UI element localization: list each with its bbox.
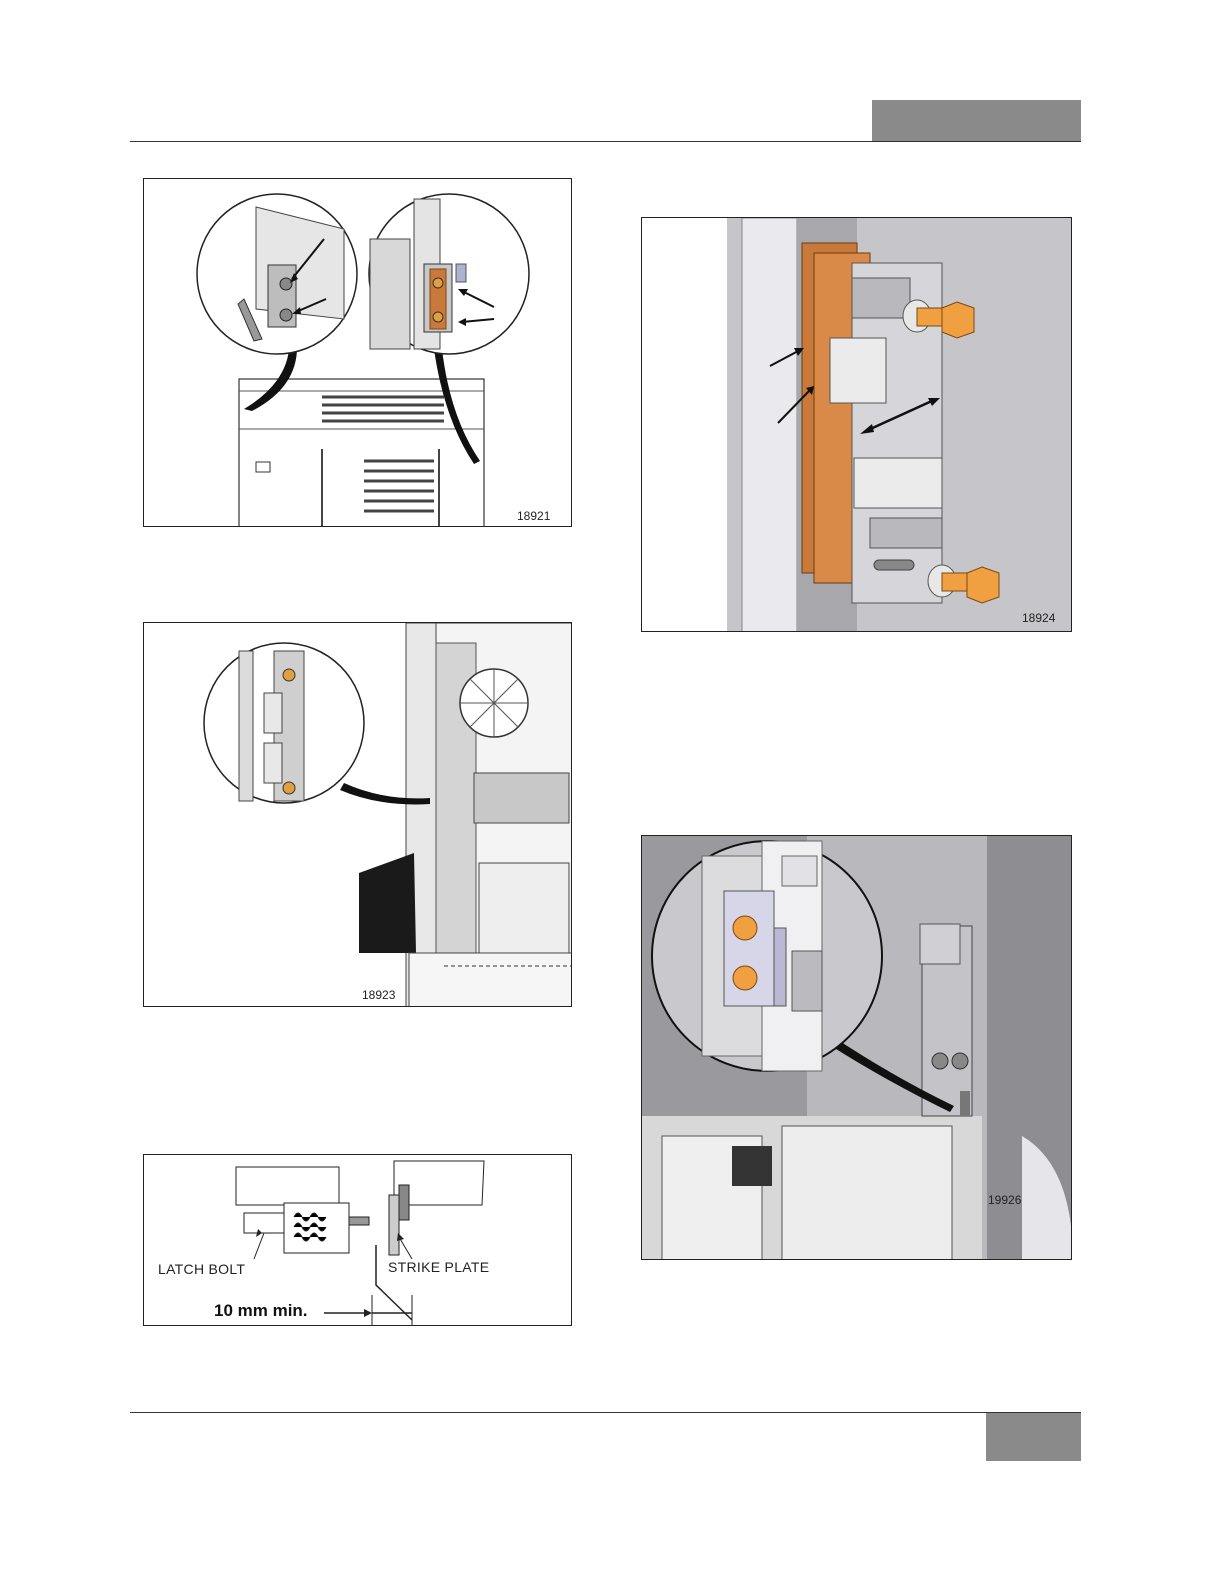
footer-tab [986, 1413, 1081, 1461]
figure-strike-plate-installed: 19926 [641, 835, 1072, 1260]
strike-plate-location-illustration [144, 623, 572, 1007]
figure-strike-plate-shims: 18924 [641, 217, 1072, 632]
figure-latch-clearance: LATCH BOLT STRIKE PLATE 10 mm min. [143, 1154, 572, 1326]
strike-plate-shims-illustration [642, 218, 1072, 632]
figure-strike-plate-location: 18923 [143, 622, 572, 1007]
figure-latch-overview: 18921 [143, 178, 572, 527]
figure-number: 18921 [517, 509, 550, 523]
strike-plate-label: STRIKE PLATE [388, 1259, 489, 1275]
figure-number: 18924 [1022, 611, 1055, 625]
footer-rule [130, 1412, 1081, 1413]
latch-overview-illustration [144, 179, 572, 527]
figure-number: 19926 [988, 1193, 1021, 1207]
header-tab [872, 100, 1081, 142]
clearance-label: 10 mm min. [214, 1301, 308, 1321]
latch-clearance-diagram [144, 1155, 572, 1326]
figure-number: 18923 [362, 988, 395, 1002]
latch-bolt-label: LATCH BOLT [158, 1261, 245, 1277]
header-rule [130, 141, 1081, 142]
